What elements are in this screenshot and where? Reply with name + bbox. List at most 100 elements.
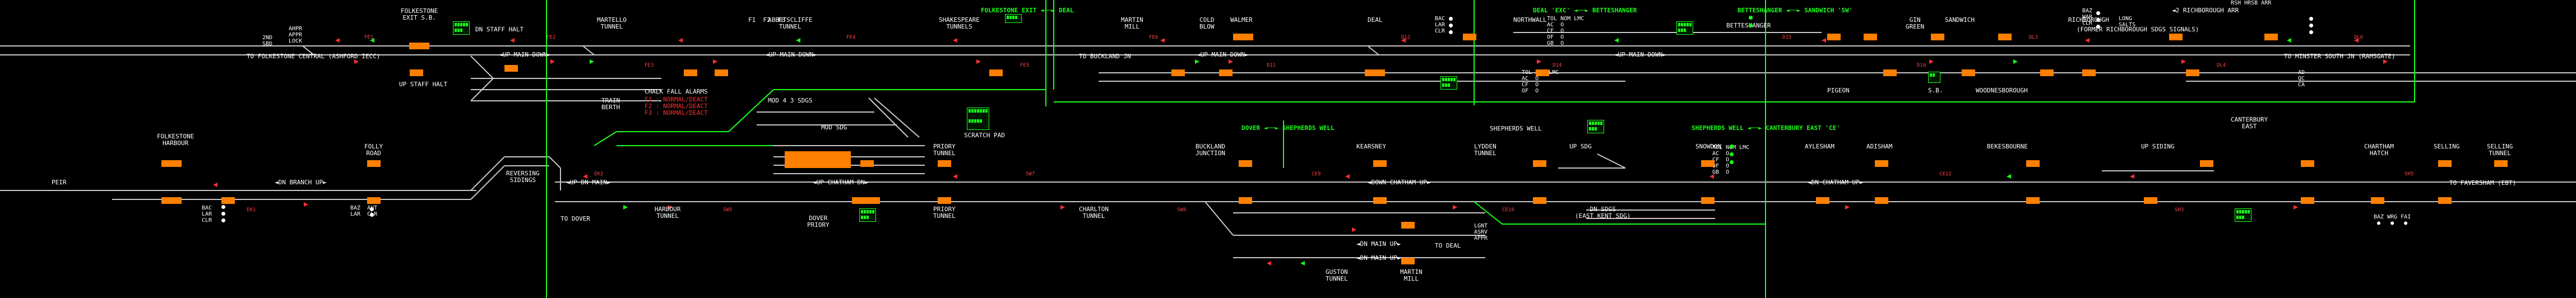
signal-tag[interactable]: D16 [1917, 63, 1926, 68]
label-walmer: WALMER [1230, 16, 1253, 24]
label-cold-blow: COLD BLOW [1199, 16, 1215, 30]
label-g23: PRIORY TUNNEL [933, 143, 956, 157]
dest-to-dover: TO DOVER [560, 215, 590, 222]
panel-ahpr: AHPR APPR LOCK [289, 26, 303, 44]
header-deal-betteshanger: DEAL 'EXC' ◄──► BETTESHANGER [1533, 7, 1637, 14]
indicator-box-5[interactable] [1587, 120, 1604, 133]
panel-bac-lar: BAC LAR CLR [1435, 16, 1445, 34]
line-down-chatham-up: ◄DOWN CHATHAM UP► [1368, 179, 1431, 186]
panel-lgnt: LGNT ASRV APPR [1474, 223, 1488, 241]
dest-buckland-jn: TO BUCKLAND JN [1079, 53, 1131, 60]
line-up-main-down-1: ◄UP MAIN DOWN► [499, 51, 551, 58]
label-adisham: ADISHAM [1866, 143, 1893, 150]
label-deal: DEAL [1368, 16, 1383, 24]
label-northwall: NORTHWALL [1513, 16, 1547, 24]
label-shepherds-well: SHEPHERDS WELL [1490, 125, 1542, 132]
chalk-fall-f1: F1 : NORMAL/DEACT [645, 96, 708, 103]
panel-tol-nom: TOL NOM LMC AC O CF O OF O GB O [1547, 16, 1584, 46]
label-martin-mill-2: MARTIN MILL [1400, 268, 1423, 282]
line-up-main-dn: ◄UP DN MAIN► [566, 179, 611, 186]
line-up-main-down-3: ◄UP MAIN DOWN► [1197, 51, 1249, 58]
signal-tag[interactable]: FE4 [846, 35, 856, 40]
indicator-box-4[interactable] [1440, 76, 1457, 90]
label-martin-mill: MARTIN MILL [1121, 16, 1143, 30]
signal-tag[interactable]: EK1 [247, 207, 256, 213]
mod-sdg2-label: MOD SDG [821, 124, 847, 131]
signal-tag[interactable]: SW5 [723, 207, 733, 213]
status-misc: F1 F2 F3 [748, 16, 786, 24]
indicator-box-7[interactable] [2235, 208, 2251, 222]
label-folly-road: FOLLY ROAD [364, 143, 383, 157]
indicator-scratch-pad[interactable] [967, 108, 989, 130]
signal-tag[interactable]: CE12 [1939, 171, 1952, 177]
signal-tag[interactable]: FE2 [546, 35, 556, 40]
dest-dn-staff-halt: DN STAFF HALT [475, 26, 524, 33]
signal-tag[interactable]: SW7 [1026, 171, 1035, 177]
green-signals [370, 38, 2291, 266]
label-bekesbourne: BEKESBOURNE [1987, 143, 2028, 150]
header-folkestone-deal: FOLKESTONE EXIT ◄──► DEAL [981, 7, 1074, 14]
dest-to-deal: TO DEAL [1435, 242, 1461, 249]
signal-tag[interactable]: CE9 [1312, 171, 1321, 177]
label-sandwich: SANDWICH [1945, 16, 1975, 24]
dest-richborough-sdgs: (FORMER RICHBOROUGH SDGS SIGNALS) [2077, 26, 2199, 33]
line-dn-chatham-up: ◄DN CHATHAM UP► [1808, 179, 1864, 186]
signal-tag[interactable]: SH3 [2175, 207, 2184, 213]
panel-rsh: RSH HRSB ARR [2231, 0, 2272, 6]
label-east-kent-sdg: DN SDGS (EAST KENT SDG) [1575, 206, 1631, 220]
label-betteshanger: BETTESHANGER [1726, 22, 1771, 29]
label-aylesham: AYLESHAM [1805, 143, 1834, 150]
signal-tag[interactable]: FE6 [1149, 35, 1159, 40]
header-betteshanger-sandwich: BETTESHANGER ◄──► SANDWICH 'SW' [1738, 7, 1853, 14]
label-kearsney: KEARSNEY [1356, 143, 1386, 150]
label-buckland-junction: BUCKLAND JUNCTION [1196, 143, 1225, 157]
signal-tag[interactable]: EK2 [594, 171, 604, 177]
label-scratch-pad: SCRATCH PAD [964, 132, 1005, 139]
label-harbour-tunnel: HARBOUR TUNNEL [655, 206, 681, 220]
signal-tag[interactable]: FE1 [364, 35, 374, 40]
signal-tag[interactable]: CE10 [1502, 207, 1514, 213]
signal-tag[interactable]: D11 [1267, 63, 1276, 68]
signal-tag[interactable]: FE3 [645, 63, 654, 68]
label-abbotscliffe-tunnel: ABBOTSCLIFFE TUNNEL [768, 16, 813, 30]
line-dn-branch-up: ◄DN BRANCH UP► [275, 179, 327, 186]
label-martello-tunnel: MARTELLO TUNNEL [597, 16, 627, 30]
signal-tag[interactable]: DL6 [2354, 35, 2364, 40]
line-dn-main-up-2: ◄DN MAIN UP► [1356, 254, 1401, 262]
signal-tag[interactable]: D12 [1401, 35, 1411, 40]
green-routes [546, 0, 2415, 298]
label-wdm: WOODNESBOROUGH [1976, 87, 2028, 94]
header-dover-shepherds: DOVER ◄──► SHEPHERDS WELL [1241, 124, 1335, 132]
label-folkestone-exit-sb: FOLKESTONE EXIT S.B. [401, 7, 438, 21]
dest-folkestone-central: TO FOLKESTONE CENTRAL (ASHFORD IECC) [247, 53, 381, 60]
line-up-siding: UP SIDING [2141, 143, 2175, 150]
panel-baz-wrg-fkw: BAZ WRG FAI ● ● ● [2374, 214, 2411, 226]
label-selling-tunnel: SELLING TUNNEL [2487, 143, 2513, 157]
signals [213, 38, 2388, 266]
signal-tag[interactable]: FE5 [1020, 63, 1030, 68]
indicator-box-6[interactable] [859, 208, 876, 222]
signal-tag[interactable]: D14 [1553, 63, 1562, 68]
indicator-box-8[interactable] [1928, 72, 1940, 83]
indicator-box-1[interactable] [453, 21, 470, 35]
label-dover-priory: DOVER PRIORY [807, 215, 830, 229]
chalk-fall-f2: F2 : NORMAL/DEACT [645, 103, 708, 110]
top-row-tracks [0, 32, 2576, 101]
label-reversing-sidings: REVERSING SIDINGS [506, 170, 540, 184]
header-shepherds-canterbury: SHEPHERDS WELL ◄──► CANTERBURY EAST 'CE' [1692, 124, 1840, 132]
indicator-box-2[interactable] [1005, 14, 1022, 23]
line-dn-main-up: ◄DN MAIN UP► [1356, 240, 1401, 248]
line-up-main-down-2: ◄UP MAIN DOWN► [765, 51, 817, 58]
label-folkestone-harbour: FOLKESTONE HARBOUR [157, 133, 194, 147]
label-sb: S.B. [1928, 87, 1943, 94]
signal-tag[interactable]: SW8 [1177, 207, 1187, 213]
indicator-box-3[interactable] [1676, 21, 1693, 35]
dest-to-richborough: ◄2 RICHBOROUGH ARR [2172, 7, 2239, 14]
label-pigeon: PIGEON [1827, 87, 1850, 94]
signal-tag[interactable]: SH5 [2404, 171, 2414, 177]
label-up-sdg: UP SDG [1569, 143, 1592, 150]
signal-tag[interactable]: DL4 [2217, 63, 2226, 68]
signal-tag[interactable]: D15 [1782, 35, 1792, 40]
signal-tag[interactable]: DL3 [2029, 35, 2038, 40]
